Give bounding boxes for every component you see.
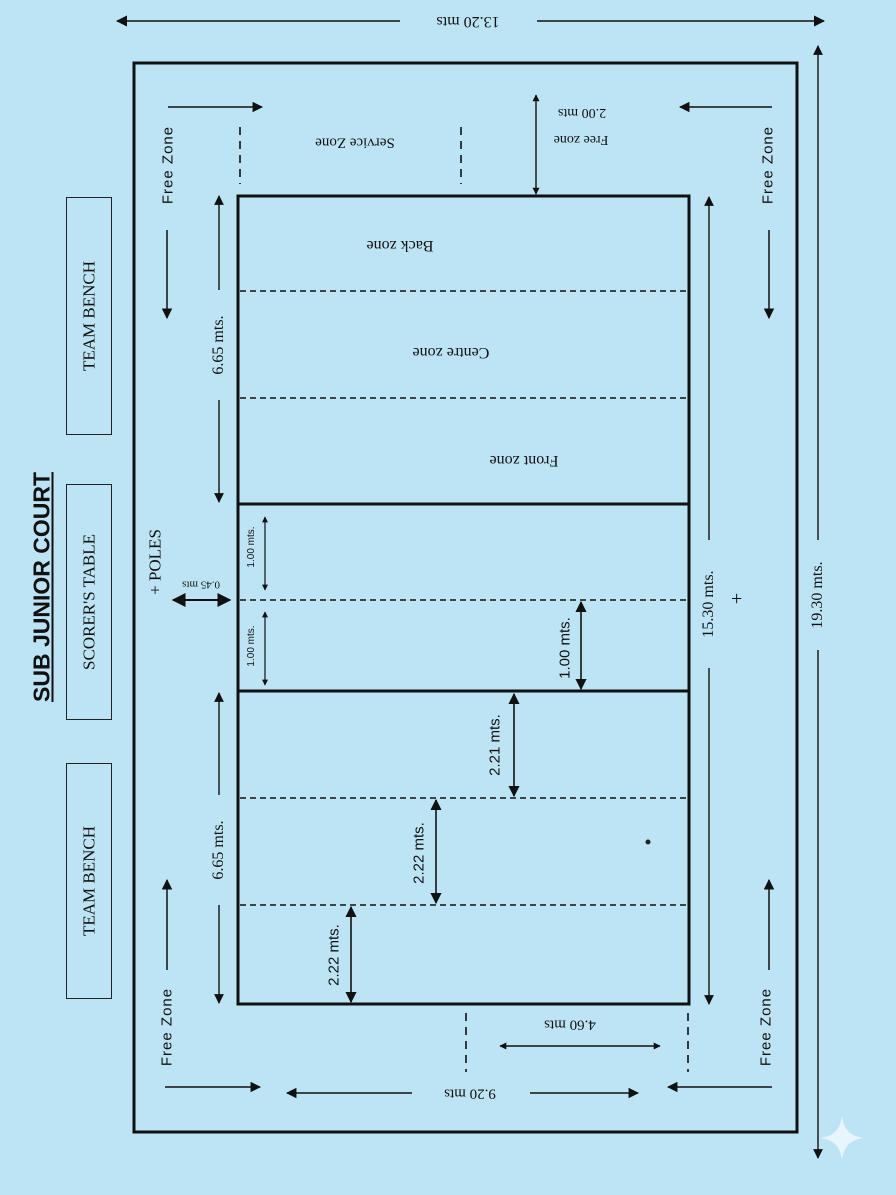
zone-dashed-lines bbox=[240, 290, 687, 906]
scorers-table-label: SCORER'S TABLE bbox=[79, 534, 99, 670]
free-zone-depth-label: 2.00 mts bbox=[557, 105, 607, 120]
free-zone-arrows bbox=[161, 101, 775, 1093]
poles-label: + POLES bbox=[145, 529, 165, 595]
speck-mark bbox=[645, 839, 651, 845]
service-zone-label: Service Zone bbox=[315, 134, 395, 151]
sparkle-icon bbox=[820, 1116, 864, 1160]
net-zone-right-label: 1.00 mts. bbox=[556, 617, 574, 679]
net-zone-lower-label: 1.00 mts. bbox=[246, 625, 257, 667]
team-bench-bottom-box bbox=[66, 763, 112, 999]
team-bench-top-label: TEAM BENCH bbox=[79, 260, 99, 372]
net-zone-upper-label: 1.00 mts. bbox=[246, 526, 257, 568]
outer-boundary bbox=[132, 61, 799, 1134]
zone-c-label: 2.22 mts. bbox=[325, 924, 343, 986]
free-zone-top-right-label: Free Zone bbox=[759, 125, 777, 205]
free-zone-top-left-label: Free Zone bbox=[159, 125, 177, 205]
overall-length-label: 19.30 mts. bbox=[809, 561, 826, 629]
zone-a-label: 2.21 mts. bbox=[486, 714, 504, 776]
zone-b-label: 2.22 mts. bbox=[410, 822, 428, 884]
service-zone-markers bbox=[239, 127, 689, 1072]
half-court-top-label: 6.65 mts. bbox=[210, 315, 227, 375]
centre-zone-label: Centre zone bbox=[412, 344, 490, 361]
service-zone-width-label: 4.60 mts bbox=[544, 1016, 596, 1033]
back-zone-label: Back zone bbox=[366, 237, 434, 254]
scorers-table-box bbox=[66, 484, 112, 720]
free-zone-bottom-left-label: Free Zone bbox=[158, 987, 176, 1067]
half-court-bottom-label: 6.65 mts. bbox=[210, 820, 227, 880]
overall-width-label: 13.20 mts bbox=[436, 13, 500, 30]
team-bench-top-box bbox=[66, 197, 112, 435]
page-title: SUB JUNIOR COURT bbox=[28, 471, 55, 703]
court-length-label: 15.30 mts. bbox=[700, 570, 717, 638]
front-zone-label: Front zone bbox=[489, 452, 559, 469]
free-zone-top-label: Free zone bbox=[553, 132, 609, 147]
court-boundary bbox=[236, 194, 691, 1006]
pole-right-marker: + bbox=[731, 588, 743, 610]
team-bench-bottom-label: TEAM BENCH bbox=[79, 825, 99, 937]
court-width-label: 9.20 mts bbox=[444, 1085, 496, 1102]
pole-offset-label: 0.45 mts bbox=[182, 578, 220, 591]
free-zone-bottom-right-label: Free Zone bbox=[757, 987, 775, 1067]
